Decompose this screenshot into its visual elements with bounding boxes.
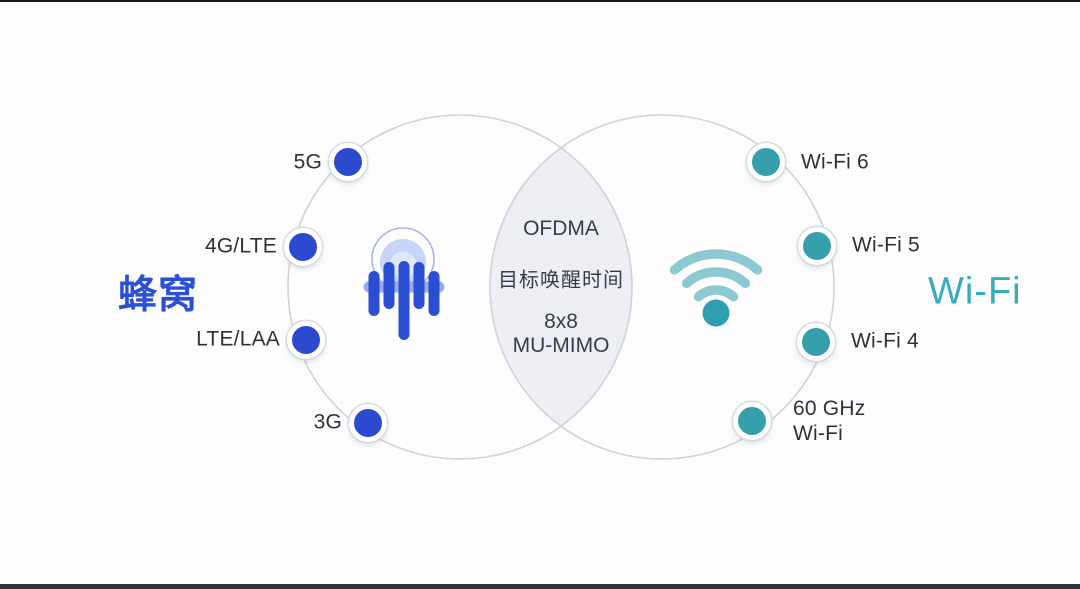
node-dot-wifi-6 xyxy=(747,143,785,181)
node-label-lte-laa: LTE/LAA xyxy=(196,327,280,351)
node-dot-wifi-5 xyxy=(798,227,836,265)
letterbox-bottom-bar xyxy=(0,584,1080,589)
wifi-circle-outline xyxy=(489,114,835,460)
node-dot-5g xyxy=(329,143,367,181)
node-label-wifi-5: Wi-Fi 5 xyxy=(852,233,920,257)
overlap-item-ofdma: OFDMA xyxy=(523,217,599,240)
node-label-wifi-6: Wi-Fi 6 xyxy=(801,150,869,174)
node-label-4g-lte: 4G/LTE xyxy=(204,234,277,258)
node-dot-wifi-4 xyxy=(797,323,835,361)
node-dot-60ghz-wifi xyxy=(733,402,771,440)
heading-cellular: 蜂窝 xyxy=(118,274,199,317)
node-label-wifi-4: Wi-Fi 4 xyxy=(851,329,919,353)
node-label-60ghz-wifi: 60 GHz Wi-Fi xyxy=(793,397,866,445)
cellular-circle-outline xyxy=(287,114,633,460)
overlap-item-target-wake-time: 目标唤醒时间 xyxy=(498,269,624,292)
node-dot-lte-laa xyxy=(287,321,325,359)
letterbox-top-bar xyxy=(0,0,1080,2)
wifi-signal-icon xyxy=(669,249,763,327)
node-dot-4g-lte xyxy=(284,228,322,266)
node-dot-3g xyxy=(349,404,387,442)
node-label-3g: 3G xyxy=(313,410,342,434)
cell-tower-icon xyxy=(363,227,445,340)
node-label-5g: 5G xyxy=(293,150,322,174)
overlap-item-mu-mimo: 8x8 MU-MIMO xyxy=(512,310,610,357)
heading-wifi: Wi-Fi xyxy=(928,270,1022,313)
